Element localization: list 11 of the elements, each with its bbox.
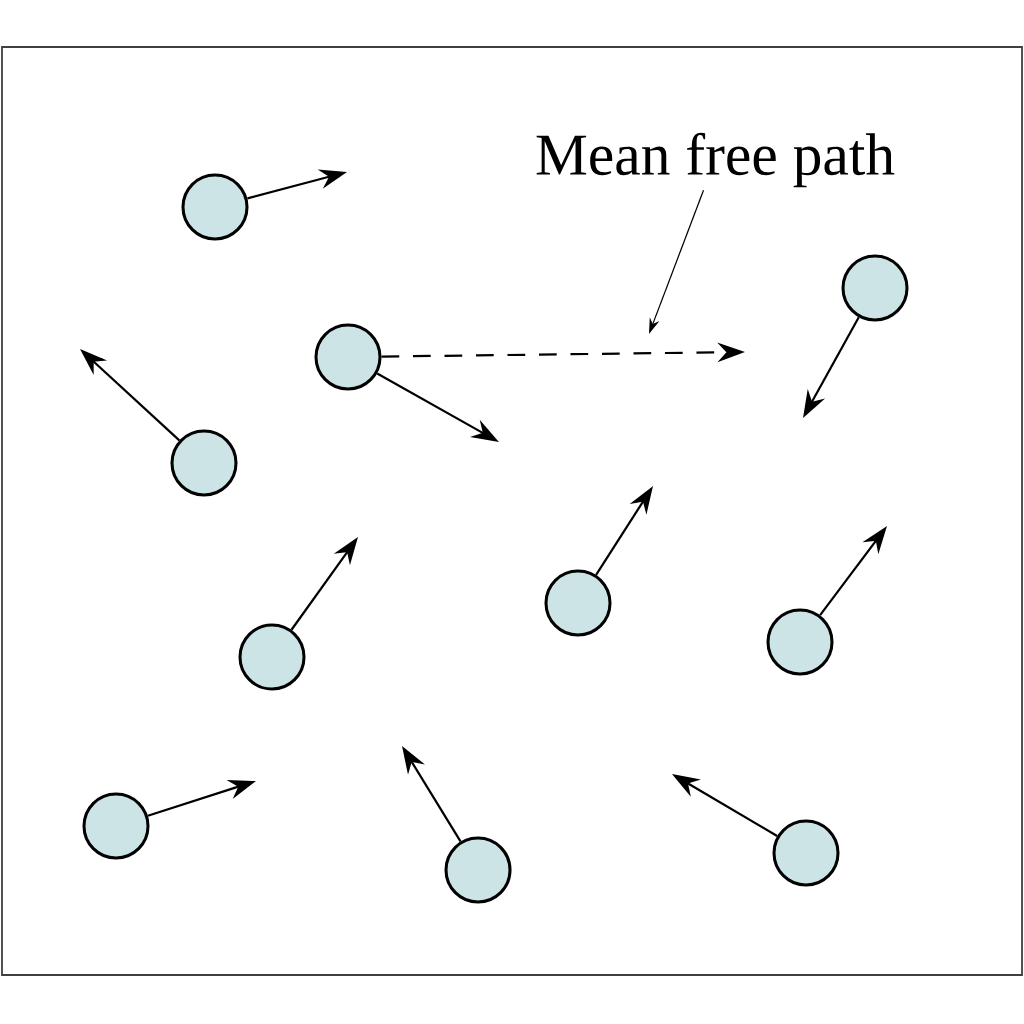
molecule-circle [841,254,909,322]
molecule-circle [314,323,382,391]
molecule-circle [238,623,306,691]
molecule-circle [181,173,249,241]
molecule-circle [544,569,612,637]
molecule-circle [170,429,238,497]
molecule-circle [444,836,512,904]
label-text: Mean free path [536,132,895,188]
molecule-circle [772,819,840,887]
molecule-circle [82,792,150,860]
molecule-circle [766,608,834,676]
